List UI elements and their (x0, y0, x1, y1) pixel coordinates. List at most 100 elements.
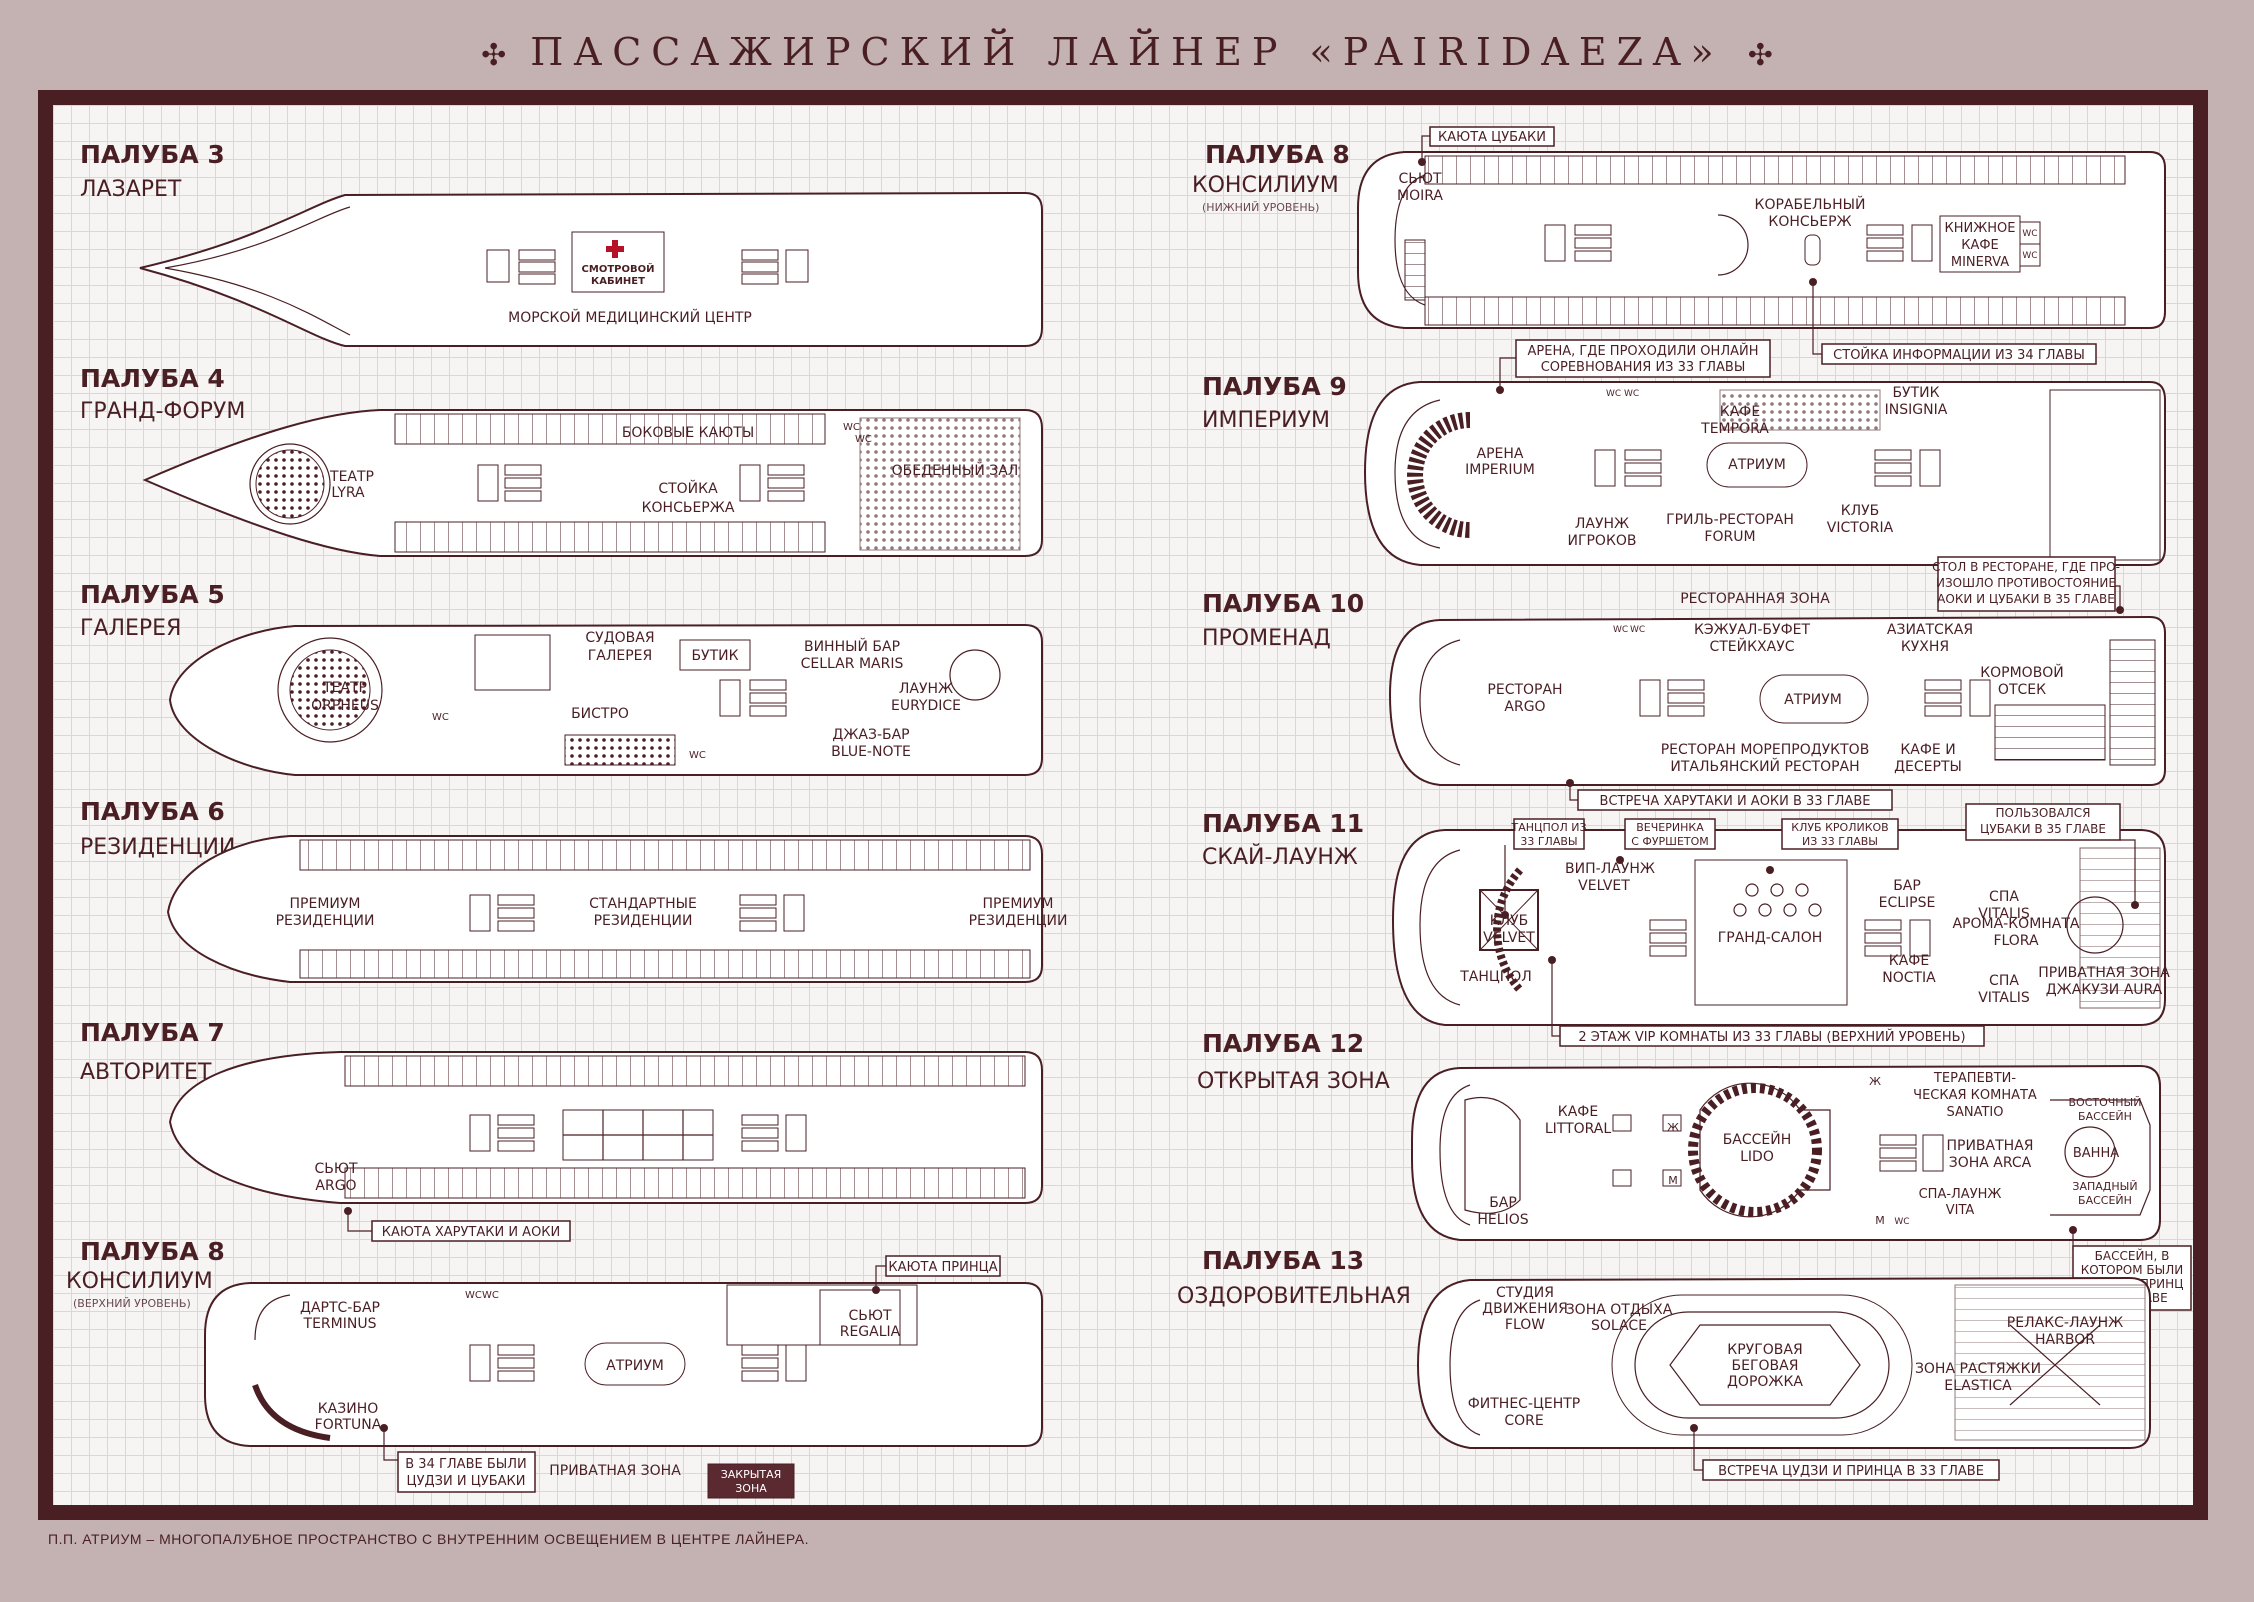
concierge-desk-label-2: КОНСЬЕРЖА (642, 500, 735, 516)
atrium-label: АТРИУМ (1728, 457, 1786, 473)
wine-bar-label: ВИННЫЙ БАР (804, 637, 900, 655)
deck-5-number: ПАЛУБА 5 (80, 580, 225, 609)
book-cafe-label-3: MINERVA (1951, 255, 2009, 270)
running-track-label-3: ДОРОЖКА (1727, 1374, 1803, 1390)
cafe-littoral-label-2: LITTORAL (1545, 1121, 1612, 1137)
callout-text: ИЗ 33 ГЛАВЫ (1802, 835, 1878, 848)
deck-5-hull (168, 623, 1043, 776)
callout-prince-cabin: КАЮТА ПРИНЦА (885, 1255, 1001, 1277)
darts-bar-label: ДАРТС-БАР (300, 1300, 380, 1316)
mens-restroom-label: М (1668, 1174, 1678, 1187)
callout-text: ЦУДЗИ И ЦУБАКИ (407, 1474, 526, 1489)
bar-eclipse-label: БАР (1893, 878, 1921, 894)
marker-dot-icon (1616, 856, 1624, 864)
womens-restroom-label: Ж (1869, 1075, 1881, 1088)
deck-10-number: ПАЛУБА 10 (1202, 589, 1364, 618)
east-pool-label-2: БАССЕЙН (2078, 1110, 2132, 1123)
suite-argo-label: СЬЮТ (314, 1161, 357, 1177)
suite-regalia-label-2: REGALIA (840, 1324, 901, 1340)
lounge-eurydice-label: ЛАУНЖ (899, 681, 953, 697)
deck-13: ПАЛУБА 13 ОЗДОРОВИТЕЛЬНАЯ СТУДИЯ ДВИЖЕНИ… (1177, 1246, 2151, 1481)
callout-meet-harutaki-aoki: ВСТРЕЧА ХАРУТАКИ И АОКИ В 33 ГЛАВЕ (1577, 789, 1893, 811)
fitness-core-label: ФИТНЕС-ЦЕНТР (1468, 1396, 1581, 1412)
deck-5-name: ГАЛЕРЕЯ (80, 616, 181, 641)
suite-moira-label: СЬЮТ (1398, 171, 1441, 187)
grill-forum-label: ГРИЛЬ-РЕСТОРАН (1666, 512, 1794, 528)
spa-vitalis-label: СПА (1989, 889, 2019, 905)
desserts-cafe-label-2: ДЕСЕРТЫ (1894, 759, 1962, 775)
pool-lido-label-2: LIDO (1740, 1149, 1774, 1165)
callout-text: С ФУРШЕТОМ (1631, 835, 1709, 848)
callout-text: АРЕНА, ГДЕ ПРОХОДИЛИ ОНЛАЙН (1528, 343, 1759, 359)
east-pool-label: ВОСТОЧНЫЙ (2068, 1096, 2141, 1109)
deck-12-hull (1411, 1064, 2161, 1241)
page-title: ✣ПАССАЖИРСКИЙ ЛАЙНЕР «PAIRIDAEZA»✣ (0, 30, 2254, 74)
callout-cabin-harutaki-aoki: КАЮТА ХАРУТАКИ И АОКИ (371, 1220, 571, 1242)
page-title-text: ПАССАЖИРСКИЙ ЛАЙНЕР «PAIRIDAEZA» (530, 30, 1724, 74)
medical-center-label: МОРСКОЙ МЕДИЦИНСКИЙ ЦЕНТР (508, 308, 752, 326)
callout-text: СТОЙКА ИНФОРМАЦИИ ИЗ 34 ГЛАВЫ (1833, 347, 2085, 363)
arena-imperium-label: АРЕНА (1477, 446, 1524, 462)
club-velvet-label-2: VELVET (1483, 930, 1535, 946)
desserts-cafe-label: КАФЕ И (1900, 742, 1955, 758)
casino-fortuna-label-2: FORTUNA (315, 1417, 382, 1433)
deck-8-upper-name: КОНСИЛИУМ (66, 1269, 213, 1294)
studio-flow-label: СТУДИЯ (1496, 1285, 1554, 1301)
relax-lounge-harbor-label-2: HARBOR (2035, 1332, 2095, 1348)
bar-helios-label-2: HELIOS (1477, 1212, 1528, 1228)
casino-fortuna-label: КАЗИНО (318, 1401, 379, 1417)
deck-9-number: ПАЛУБА 9 (1202, 372, 1347, 401)
wc-label: WC (2022, 251, 2037, 261)
suite-moira-label-2: MOIRA (1397, 188, 1443, 204)
premium-residences-label: ПРЕМИУМ (983, 896, 1054, 912)
callout-text: ТАНЦПОЛ ИЗ (1510, 821, 1586, 834)
club-victoria-label-2: VICTORIA (1827, 520, 1894, 536)
deck-8-upper: ПАЛУБА 8 КОНСИЛИУМ (ВЕРХНИЙ УРОВЕНЬ) ДАР… (66, 1237, 1043, 1499)
cafe-littoral-label: КАФЕ (1558, 1104, 1598, 1120)
grand-salon-label: ГРАНД-САЛОН (1718, 930, 1823, 946)
callout-text: ВСТРЕЧА ЦУДЗИ И ПРИНЦА В 33 ГЛАВЕ (1718, 1464, 1984, 1479)
callout-tsudzi-tsubaki-ch34: В 34 ГЛАВЕ БЫЛИ ЦУДЗИ И ЦУБАКИ (397, 1451, 536, 1493)
callout-text: СОРЕВНОВАНИЯ ИЗ 33 ГЛАВЫ (1541, 360, 1746, 375)
deck-8-lower-hull (1357, 151, 2166, 329)
bath-label: ВАННА (2073, 1146, 2119, 1161)
callout-meet-tsudzi-prince: ВСТРЕЧА ЦУДЗИ И ПРИНЦА В 33 ГЛАВЕ (1702, 1459, 2000, 1481)
deck-4: ПАЛУБА 4 ГРАНД-ФОРУМ ТЕАТР LYRA БОКОВЫЕ … (80, 364, 1043, 557)
deck-3: ПАЛУБА 3 ЛАЗАРЕТ СМОТРОВОЙ КАБИНЕТ МОРСК… (80, 140, 1043, 347)
ship-gallery-label-2: ГАЛЕРЕЯ (588, 648, 653, 664)
callout-text: СТОЛ В РЕСТОРАНЕ, ГДЕ ПРО- (1932, 560, 2120, 574)
gamers-lounge-label: ЛАУНЖ (1575, 516, 1629, 532)
west-pool-label: ЗАПАДНЫЙ (2072, 1180, 2137, 1193)
running-track-label: КРУГОВАЯ (1727, 1342, 1802, 1358)
spa-vitalis-label: СПА (1989, 973, 2019, 989)
closed-zone-badge: ЗАКРЫТАЯ ЗОНА (707, 1463, 795, 1499)
wc-label: WC (1630, 625, 1645, 635)
callout-text: ПОЛЬЗОВАЛСЯ (1995, 806, 2090, 820)
grill-forum-label-2: FORUM (1704, 529, 1755, 545)
vip-lounge-label: ВИП-ЛАУНЖ (1565, 861, 1655, 877)
pool-lido-label: БАССЕЙН (1723, 1130, 1792, 1148)
gamers-lounge-label-2: ИГРОКОВ (1567, 533, 1636, 549)
deck-4-hull (142, 409, 1043, 557)
deck-9-name: ИМПЕРИУМ (1202, 408, 1330, 433)
seafood-restaurant-label: РЕСТОРАН МОРЕПРОДУКТОВ (1661, 742, 1870, 758)
suite-argo-label-2: ARGO (315, 1178, 356, 1194)
deck-5: ПАЛУБА 5 ГАЛЕРЕЯ ТЕАТР ORPHEUS СУДОВАЯ Г… (80, 580, 1043, 776)
wine-bar-label-2: CELLAR MARIS (801, 656, 904, 672)
premium-residences-label-2: РЕЗИДЕНЦИИ (276, 913, 375, 929)
callout-text: КЛУБ КРОЛИКОВ (1791, 821, 1888, 834)
wc-label: WC (1613, 625, 1628, 635)
theatre-orpheus-label-2: ORPHEUS (311, 698, 379, 714)
deck-10: ПАЛУБА 10 ПРОМЕНАД РЕСТОРАННАЯ ЗОНА РЕСТ… (1202, 556, 2166, 811)
restaurant-argo-label: РЕСТОРАН (1487, 682, 1562, 698)
deck-8-lower-sublevel: (НИЖНИЙ УРОВЕНЬ) (1202, 201, 1319, 214)
womens-restroom-label: Ж (1667, 1121, 1679, 1134)
cafe-noctia-label: КАФЕ (1889, 953, 1929, 969)
callout-text: БАССЕЙН, В (2095, 1248, 2170, 1263)
private-jacuzzi-label-2: ДЖАКУЗИ AURA (2046, 982, 2163, 998)
jazz-bar-label-2: BLUE-NOTE (831, 744, 911, 760)
deck-7-number: ПАЛУБА 7 (80, 1018, 225, 1047)
callout-tsubaki-cabin: КАЮТА ЦУБАКИ (1429, 126, 1555, 147)
deck-12-name: ОТКРЫТАЯ ЗОНА (1197, 1069, 1390, 1094)
fitness-core-label-2: CORE (1504, 1413, 1543, 1429)
